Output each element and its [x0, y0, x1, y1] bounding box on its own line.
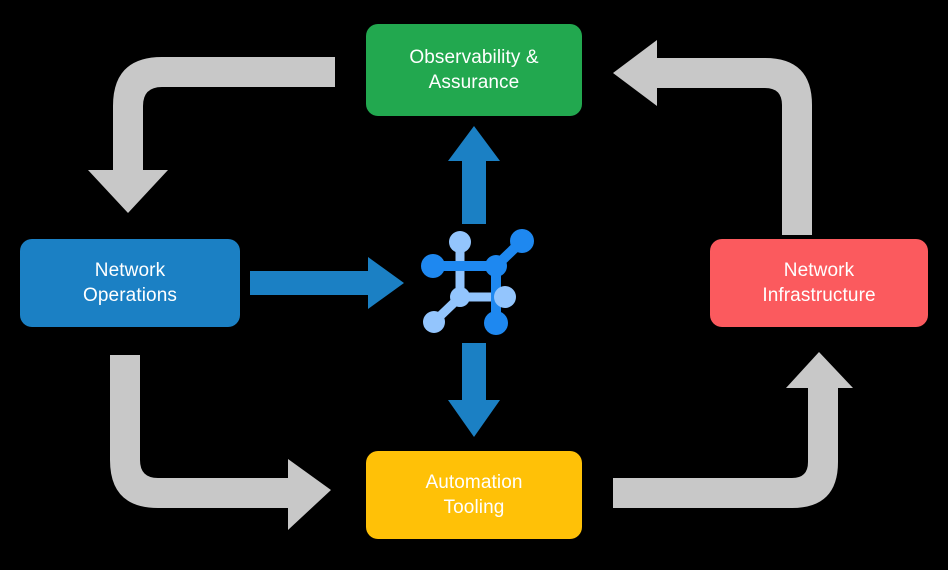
node-network-operations[interactable]: Network Operations [20, 239, 240, 327]
topology-node-dark-bottom [484, 311, 508, 335]
topology-node-dark-left [421, 254, 445, 278]
network-topology-icon [421, 229, 534, 335]
node-infrastructure-label: Network Infrastructure [762, 259, 876, 306]
node-automation-tooling[interactable]: Automation Tooling [366, 451, 582, 539]
node-network-infrastructure[interactable]: Network Infrastructure [710, 239, 928, 327]
blue-arrow-right [250, 257, 404, 309]
node-automation-label: Automation Tooling [425, 471, 523, 518]
topology-node-light-right [494, 286, 516, 308]
gray-arrow-infrastructure-to-observability [613, 40, 812, 235]
topology-node-dark-topright [510, 229, 534, 253]
gray-arrow-observability-to-operations [88, 57, 335, 213]
node-observability-label: Observability & Assurance [409, 46, 539, 93]
topology-node-light-bottomleft [423, 311, 445, 333]
blue-arrow-down [448, 343, 500, 437]
gray-arrow-automation-to-infrastructure [613, 352, 853, 508]
topology-node-light-mid [450, 287, 470, 307]
node-observability-assurance[interactable]: Observability & Assurance [366, 24, 582, 116]
gray-arrow-operations-to-automation [110, 355, 331, 530]
node-operations-label: Network Operations [83, 259, 177, 306]
topology-node-light-top [449, 231, 471, 253]
topology-node-dark-center [485, 255, 507, 277]
blue-arrow-up [448, 126, 500, 224]
